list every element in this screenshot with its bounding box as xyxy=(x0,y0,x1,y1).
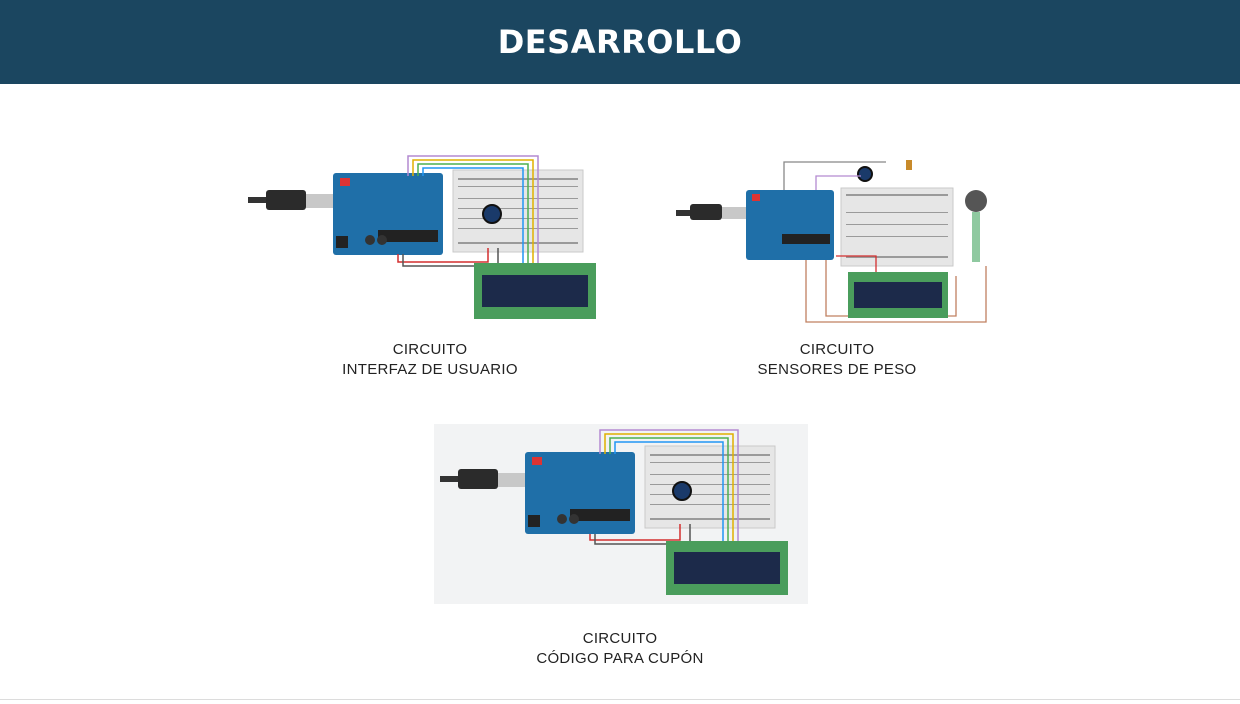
circuit-image-sensores xyxy=(676,160,987,323)
caption-line1: CIRCUITO xyxy=(799,341,875,358)
caption-line1: CIRCUITO xyxy=(582,630,658,647)
caption-cupon: CIRCUITO CÓDIGO PARA CUPÓN xyxy=(510,629,730,669)
caption-line2: SENSORES DE PESO xyxy=(757,361,917,378)
caption-line2: INTERFAZ DE USUARIO xyxy=(342,361,518,378)
caption-interfaz: CIRCUITO INTERFAZ DE USUARIO xyxy=(330,340,530,380)
page-header: DESARROLLO xyxy=(0,0,1240,84)
circuit-image-interfaz xyxy=(248,155,596,319)
footer-divider xyxy=(0,699,1240,700)
caption-line1: CIRCUITO xyxy=(392,341,468,358)
circuit-image-cupon xyxy=(440,429,788,595)
caption-sensores: CIRCUITO SENSORES DE PESO xyxy=(737,340,937,380)
page-title: DESARROLLO xyxy=(497,23,743,61)
caption-line2: CÓDIGO PARA CUPÓN xyxy=(536,650,704,667)
